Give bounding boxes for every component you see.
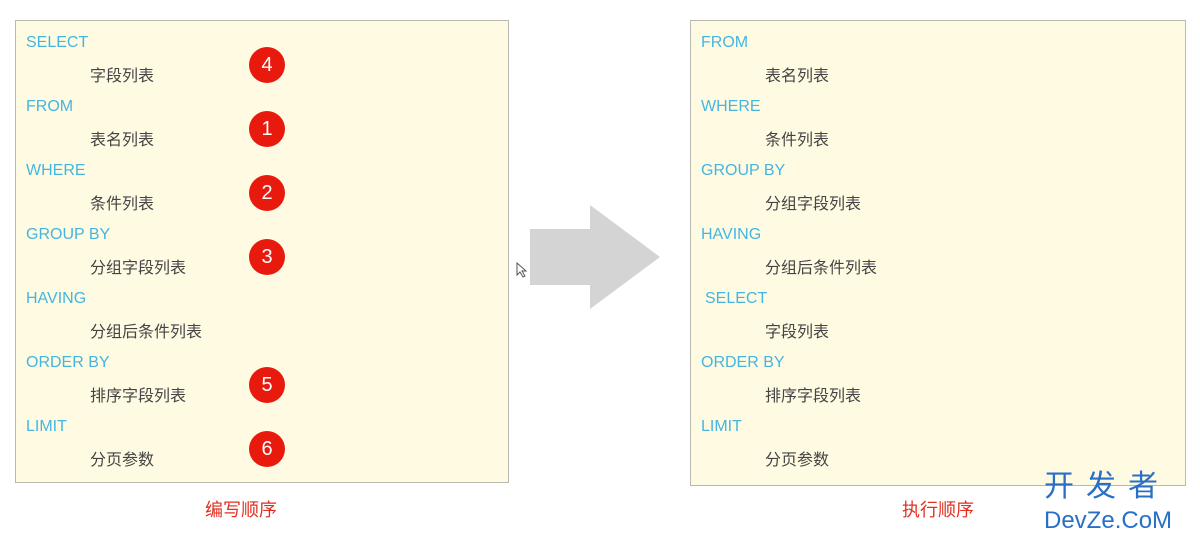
watermark-logo: 开发者 [1044,469,1170,504]
writing-order-caption: 编写顺序 [205,500,277,521]
order-badge: 6 [249,431,285,467]
sql-keyword: HAVING [26,290,87,307]
clause-description: 字段列表 [765,322,830,341]
execution-order-caption: 执行顺序 [902,500,974,521]
sql-keyword: GROUP BY [701,162,786,179]
clause-description: 条件列表 [765,130,830,149]
sql-keyword: HAVING [701,226,762,243]
sql-keyword: FROM [701,34,749,51]
sql-keyword: WHERE [701,98,761,115]
cursor-icon [516,262,528,278]
clause-description: 分组后条件列表 [90,322,203,341]
sql-keyword: FROM [26,98,74,115]
clause-description: 排序字段列表 [90,386,187,405]
clause-description: 分页参数 [765,450,830,469]
sql-keyword: ORDER BY [701,354,785,371]
order-badge: 1 [249,111,285,147]
watermark-text: DevZe.CoM [1044,507,1173,534]
clause-description: 分组字段列表 [90,258,187,277]
clause-description: 排序字段列表 [765,386,862,405]
clause-description: 分页参数 [90,450,155,469]
sql-keyword: SELECT [26,34,89,51]
sql-keyword: WHERE [26,162,86,179]
clause-description: 字段列表 [90,66,155,85]
sql-keyword: LIMIT [26,418,67,435]
order-badge: 4 [249,47,285,83]
arrow-icon [530,205,660,309]
sql-keyword: SELECT [705,290,768,307]
order-badge: 5 [249,367,285,403]
sql-keyword: LIMIT [701,418,742,435]
order-badge: 3 [249,239,285,275]
sql-keyword: ORDER BY [26,354,110,371]
clause-description: 分组后条件列表 [765,258,878,277]
clause-description: 表名列表 [90,130,155,149]
order-badge: 2 [249,175,285,211]
sql-keyword: GROUP BY [26,226,111,243]
clause-description: 条件列表 [90,194,155,213]
clause-description: 表名列表 [765,66,830,85]
clause-description: 分组字段列表 [765,194,862,213]
